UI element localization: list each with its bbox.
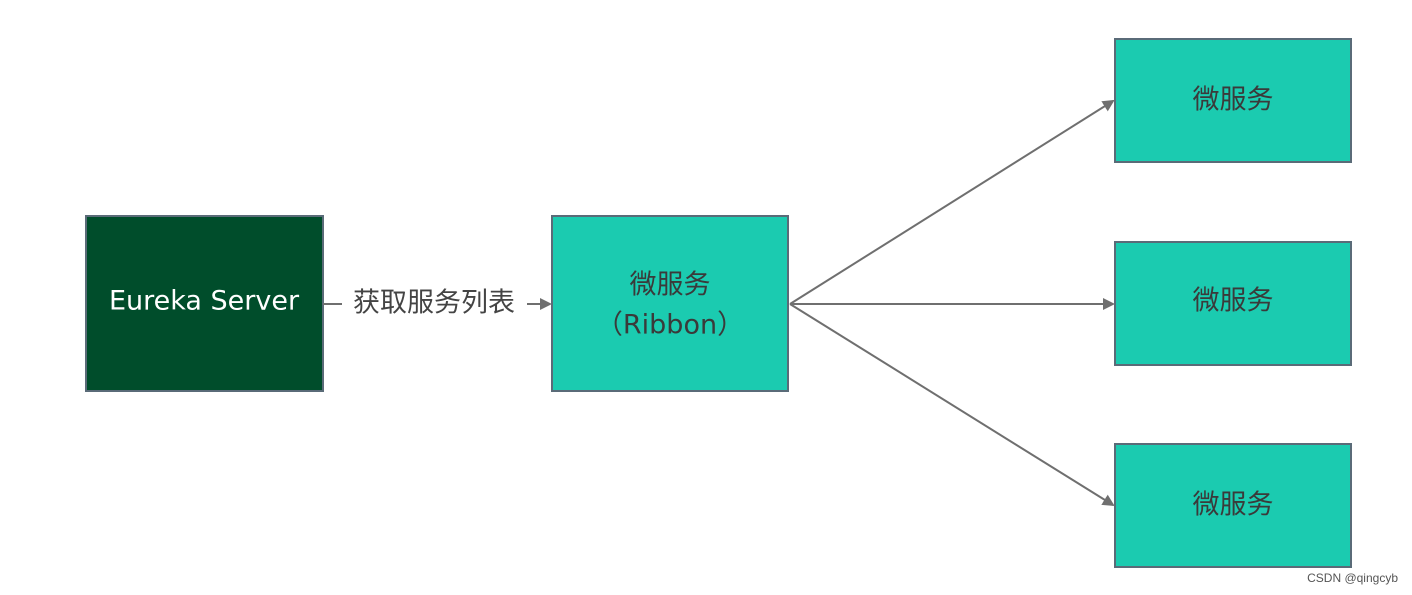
service-node-middle: 微服务: [1114, 241, 1352, 366]
service-label-top: 微服务: [1193, 85, 1274, 116]
eureka-server-node: Eureka Server: [85, 215, 324, 392]
arrow-ribbon-to-service-bottom: [789, 303, 1115, 507]
service-node-top: 微服务: [1114, 38, 1352, 163]
service-label-bottom: 微服务: [1193, 490, 1274, 521]
edge-eureka-to-ribbon: 获取服务列表: [323, 288, 552, 319]
eureka-server-label: Eureka Server: [109, 286, 300, 317]
service-box-top: [1114, 38, 1352, 163]
eureka-server-box: [85, 215, 324, 392]
watermark-text: CSDN @qingcyb: [1307, 571, 1398, 585]
ribbon-service-label-line2: （Ribbon）: [596, 310, 744, 341]
service-label-middle: 微服务: [1193, 286, 1274, 317]
service-box-bottom: [1114, 443, 1352, 568]
ribbon-service-node: 微服务 （Ribbon）: [551, 215, 789, 392]
service-box-middle: [1114, 241, 1352, 366]
edge-label-fetch-service-list: 获取服务列表: [353, 288, 515, 319]
ribbon-service-box: [551, 215, 789, 392]
service-node-bottom: 微服务: [1114, 443, 1352, 568]
ribbon-service-label-line1: 微服务: [630, 270, 711, 301]
arrow-ribbon-to-service-top: [789, 99, 1115, 305]
